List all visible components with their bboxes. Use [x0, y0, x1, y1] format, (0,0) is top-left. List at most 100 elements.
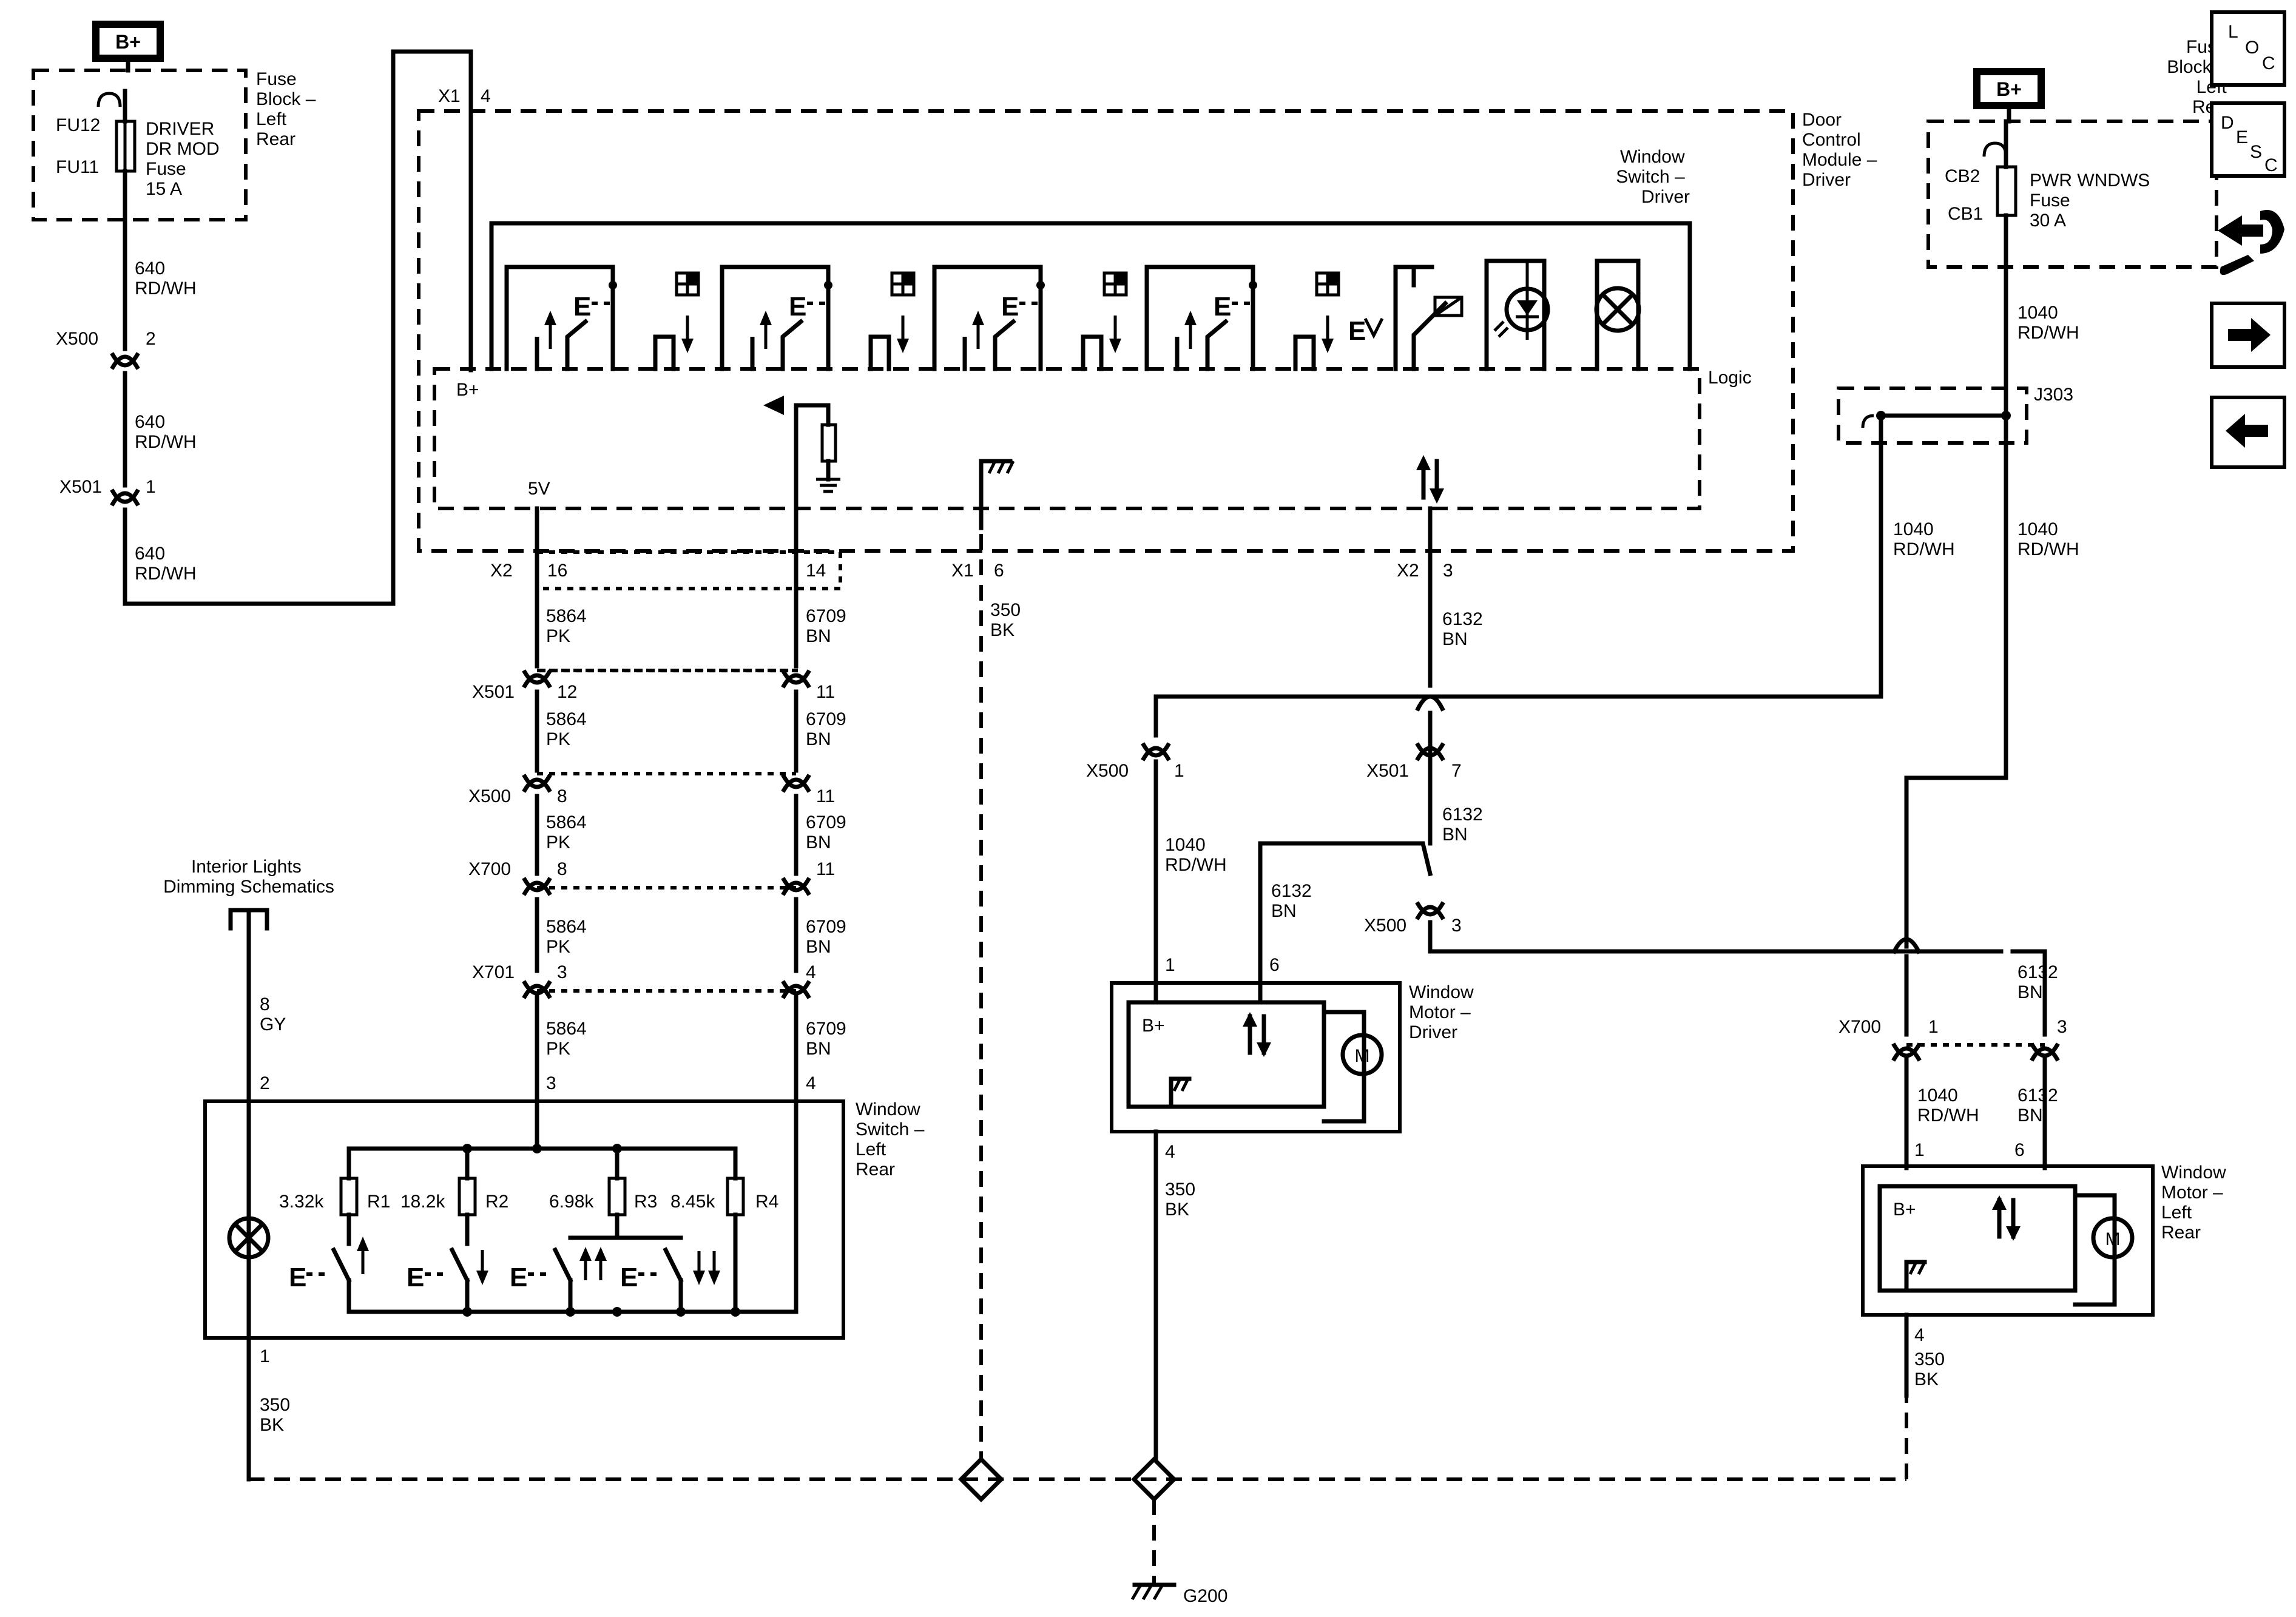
svg-text:640: 640 [135, 258, 165, 279]
svg-text:B+: B+ [1142, 1016, 1165, 1036]
svg-text:RD/WH: RD/WH [1917, 1106, 1979, 1126]
window-switch-left-rear: Window Switch – Left Rear 2 3 4 1 [203, 1073, 930, 1366]
svg-text:6: 6 [1269, 955, 1280, 975]
svg-text:1: 1 [1174, 761, 1184, 781]
pwr-fuse-label: PWR WNDWS Fuse 30 A [2030, 170, 2155, 231]
next-arrow-button[interactable] [2210, 302, 2286, 369]
window-motor-left-rear: M B+ Window Motor – Left Rear 1 6 4 350 … [1861, 1140, 2226, 1398]
connector-x501-1: X501 1 [59, 477, 156, 507]
logic-label: Logic [1708, 368, 1752, 388]
express-switch: E [1348, 265, 1464, 371]
svg-text:3: 3 [1451, 916, 1462, 936]
svg-text:E: E [1214, 292, 1231, 322]
svg-text:X2: X2 [1397, 561, 1419, 581]
indicator-lamp [1594, 258, 1641, 371]
svg-text:1040: 1040 [1165, 835, 1206, 855]
interior-lights-label: Interior Lights Dimming Schematics [163, 857, 334, 897]
svg-text:3: 3 [557, 962, 567, 982]
svg-text:E: E [1001, 292, 1019, 322]
svg-text:X701: X701 [472, 962, 515, 982]
bplus-logic-label: B+ [456, 380, 479, 400]
svg-text:2: 2 [260, 1073, 270, 1093]
svg-text:CB1: CB1 [1948, 204, 1983, 224]
fu12-label: FU12 [56, 115, 100, 135]
svg-text:1: 1 [1928, 1017, 1939, 1037]
svg-text:12: 12 [557, 682, 577, 702]
window-motor-driver: M B+ Window Motor – Driver 1 6 4 350 BK [1110, 955, 1479, 1462]
arrow-right-icon [2228, 318, 2271, 352]
svg-text:6132: 6132 [2017, 962, 2058, 982]
svg-text:BK: BK [1914, 1369, 1939, 1389]
svg-text:E: E [289, 1263, 306, 1292]
svg-text:BN: BN [2017, 982, 2043, 1002]
svg-text:5864: 5864 [546, 812, 587, 832]
loc-button[interactable]: L O C [2210, 10, 2286, 87]
svg-text:R3: R3 [634, 1192, 657, 1212]
svg-text:BN: BN [1271, 901, 1297, 921]
connector-x501-12-11: X501 12 11 [472, 669, 835, 702]
desc-button[interactable]: D E S C [2210, 101, 2286, 178]
svg-text:X501: X501 [472, 682, 515, 702]
bplus-right: B+ [1973, 68, 2045, 124]
connector-x700-8-11: X700 8 11 [468, 859, 835, 896]
svg-text:RD/WH: RD/WH [135, 279, 197, 299]
svg-text:BK: BK [260, 1415, 284, 1435]
svg-text:6: 6 [2014, 1140, 2025, 1160]
svg-text:E: E [573, 292, 591, 322]
svg-text:5864: 5864 [546, 606, 587, 626]
svg-text:E: E [2236, 127, 2248, 147]
svg-text:1: 1 [1914, 1140, 1925, 1160]
fuse-block-left-rear-label: Fuse Block – Left Rear [256, 69, 321, 149]
svg-text:6709: 6709 [806, 917, 846, 937]
svg-text:6709: 6709 [806, 606, 846, 626]
svg-text:640: 640 [135, 544, 165, 564]
svg-text:11: 11 [816, 859, 835, 879]
svg-text:6709: 6709 [806, 812, 846, 832]
svg-text:2: 2 [146, 329, 156, 349]
svg-text:G200: G200 [1183, 1586, 1227, 1606]
svg-text:RD/WH: RD/WH [135, 564, 197, 584]
connector-tool-icon[interactable] [2218, 210, 2284, 275]
svg-text:8: 8 [557, 859, 567, 879]
svg-text:3: 3 [1443, 561, 1453, 581]
svg-text:1040: 1040 [2017, 303, 2058, 323]
svg-text:BN: BN [806, 729, 831, 749]
svg-text:4: 4 [1165, 1142, 1175, 1162]
svg-text:X500: X500 [468, 786, 511, 806]
svg-text:640: 640 [135, 412, 165, 432]
dcm-label: Door Control Module – Driver [1802, 110, 1882, 190]
wslr-label: Window Switch – Left Rear [856, 1099, 930, 1180]
svg-text:BN: BN [1442, 629, 1468, 649]
svg-text:E: E [789, 292, 806, 322]
fuse-block-left-rear: Fuse Block – Left Rear FU12 FU11 DRIVER … [32, 69, 321, 221]
splice-j303: J303 [1837, 385, 2073, 445]
svg-text:E: E [620, 1263, 638, 1292]
wmd-label: Window Motor – Driver [1409, 982, 1479, 1042]
wire-6709: 6709 BN 6709 BN 6709 BN 6709 BN 6709 BN [733, 403, 846, 1314]
svg-text:7: 7 [1451, 761, 1462, 781]
svg-text:B+: B+ [1893, 1200, 1916, 1220]
svg-text:4: 4 [1914, 1325, 1925, 1345]
svg-text:PK: PK [546, 937, 570, 957]
connector-x500-2: X500 2 [56, 329, 156, 370]
svg-text:B+: B+ [1996, 78, 2022, 100]
fu11-label: FU11 [56, 157, 99, 177]
svg-text:BN: BN [1442, 825, 1468, 845]
svg-text:X500: X500 [1086, 761, 1129, 781]
prev-arrow-button[interactable] [2210, 396, 2286, 469]
svg-text:4: 4 [806, 1073, 816, 1093]
svg-text:S: S [2250, 142, 2262, 162]
bplus-left: B+ [92, 21, 164, 73]
svg-text:5864: 5864 [546, 1019, 587, 1039]
wire-5864: 5864 PK 5864 PK 5864 PK 5864 PK 5864 PK [535, 506, 587, 1151]
svg-text:350: 350 [990, 600, 1021, 620]
wire-6132: 6132 BN 6132 BN 6132 BN 6132 BN 6132 BN [1258, 506, 2058, 1170]
driver-fuse-label: DRIVER DR MOD Fuse 15 A [146, 119, 225, 199]
svg-text:1: 1 [260, 1346, 270, 1366]
svg-text:BN: BN [806, 832, 831, 852]
svg-text:5864: 5864 [546, 709, 587, 729]
svg-text:R1: R1 [367, 1192, 390, 1212]
svg-text:M: M [2105, 1229, 2121, 1249]
svg-text:GY: GY [260, 1014, 286, 1035]
